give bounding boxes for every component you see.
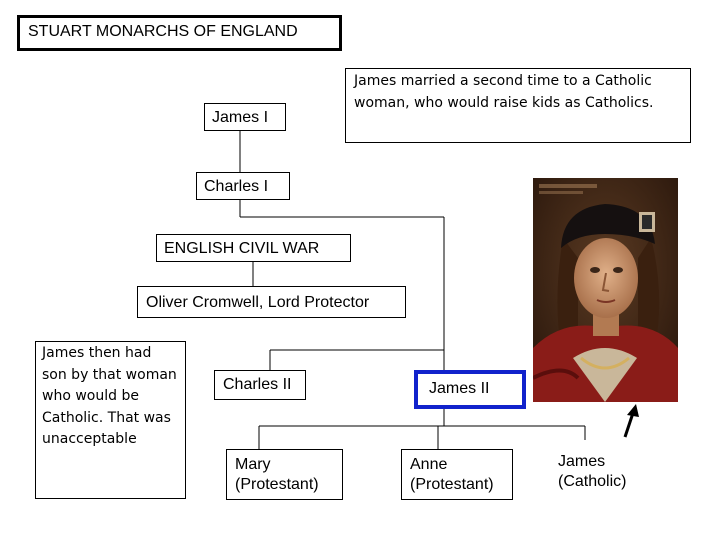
- node-anne-label: Anne (Protestant): [410, 456, 494, 493]
- node-james-i-label: James I: [212, 109, 268, 126]
- node-oliver-cromwell-label: Oliver Cromwell, Lord Protector: [146, 294, 369, 311]
- note-catholic-son-text: James then had son by that woman who wou…: [42, 345, 177, 447]
- page-title-text: STUART MONARCHS OF ENGLAND: [28, 23, 298, 40]
- note-catholic-son: James then had son by that woman who wou…: [35, 341, 186, 499]
- node-charles-i-label: Charles I: [204, 178, 268, 195]
- node-mary: Mary (Protestant): [226, 449, 343, 500]
- node-james-ii: James II: [414, 370, 526, 409]
- note-second-marriage-text: James married a second time to a Catholi…: [354, 73, 654, 111]
- node-anne: Anne (Protestant): [401, 449, 513, 500]
- node-mary-label: Mary (Protestant): [235, 456, 319, 493]
- node-english-civil-war: ENGLISH CIVIL WAR: [156, 234, 351, 262]
- note-second-marriage: James married a second time to a Catholi…: [345, 68, 691, 143]
- node-english-civil-war-label: ENGLISH CIVIL WAR: [164, 240, 319, 257]
- node-charles-i: Charles I: [196, 172, 290, 200]
- node-charles-ii: Charles II: [214, 370, 306, 400]
- node-james-catholic-label: James (Catholic): [558, 453, 626, 490]
- page-title: STUART MONARCHS OF ENGLAND: [17, 15, 342, 51]
- portrait-image: [533, 178, 678, 402]
- node-charles-ii-label: Charles II: [223, 376, 291, 393]
- node-james-i: James I: [204, 103, 286, 131]
- node-james-ii-label: James II: [429, 380, 489, 397]
- node-oliver-cromwell: Oliver Cromwell, Lord Protector: [137, 286, 406, 318]
- node-james-catholic: James (Catholic): [550, 440, 646, 496]
- arrow-icon: [625, 404, 639, 437]
